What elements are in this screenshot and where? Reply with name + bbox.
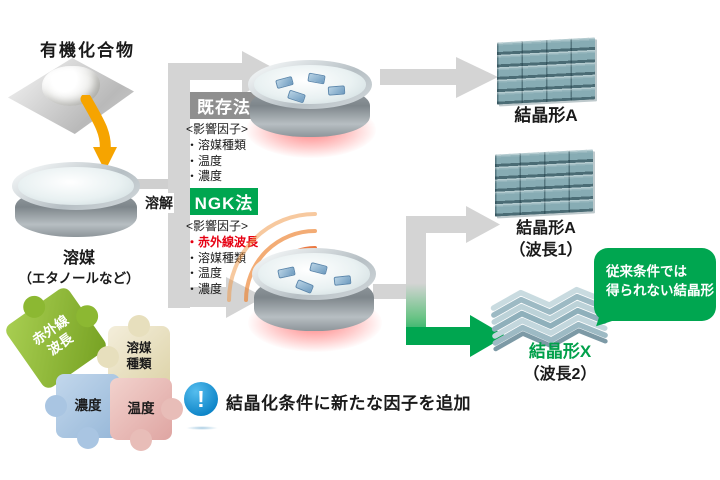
crystal-x-wavelength: （波長2） bbox=[523, 365, 597, 383]
arrow-to-crystal-a-head bbox=[456, 57, 498, 98]
dish-liquid bbox=[258, 253, 370, 295]
factors-title: <影響因子> bbox=[186, 122, 249, 136]
crystal-chunk bbox=[327, 85, 346, 96]
puzzle-piece-concentration: 濃度 bbox=[45, 374, 120, 449]
solvent-dish bbox=[12, 162, 140, 244]
factor-item: ・濃度 bbox=[186, 282, 223, 297]
puzzle-knob bbox=[130, 429, 152, 451]
puzzle-label: 濃度 bbox=[74, 397, 102, 413]
solvent-label-line2: （エタノールなど） bbox=[18, 270, 140, 286]
exclamation-icon: ! bbox=[184, 382, 218, 416]
puzzle-knob bbox=[71, 300, 103, 332]
crystal-chunk bbox=[333, 275, 352, 286]
puzzle-piece-temperature: 温度 bbox=[110, 378, 183, 451]
existing-method-dish bbox=[248, 60, 372, 144]
callout-bubble: 従来条件では 得られない結晶形 bbox=[594, 248, 716, 321]
factors-title: <影響因子> bbox=[186, 219, 249, 233]
organic-compound-label: 有機化合物 bbox=[40, 41, 135, 60]
arrow-to-crystal-a1-body bbox=[406, 216, 466, 233]
puzzle-knob bbox=[77, 427, 99, 449]
puzzle-knob bbox=[45, 395, 67, 417]
existing-method-factors: <影響因子> ・溶媒種類 ・温度 ・濃度 bbox=[186, 122, 248, 185]
puzzle-knob bbox=[18, 291, 50, 323]
arrow-to-crystal-a-body bbox=[380, 69, 456, 85]
note-text: 結晶化条件に新たな因子を追加 bbox=[226, 394, 471, 413]
arrow-to-crystal-x-body bbox=[406, 327, 470, 345]
crystal-x-label: 結晶形X （波長2） bbox=[500, 341, 620, 386]
exclamation-icon-shadow bbox=[186, 426, 218, 430]
puzzle-piece-solvent-type: 溶媒 種類 bbox=[97, 315, 170, 388]
ngk-method-badge: NGK法 bbox=[190, 188, 258, 215]
dish-liquid bbox=[18, 166, 134, 205]
crystal-a-name: 結晶形A bbox=[516, 220, 576, 237]
factor-item: ・濃度 bbox=[186, 169, 223, 184]
split-bar-right bbox=[406, 216, 426, 345]
pour-arrow bbox=[80, 95, 117, 171]
solvent-label: 溶媒 （エタノールなど） bbox=[0, 249, 158, 287]
puzzle-label: 温度 bbox=[127, 400, 155, 416]
factor-item: ・溶媒種類 bbox=[186, 137, 247, 152]
crystal-a-wavelength1-blocks bbox=[495, 149, 593, 217]
ngk-method-factors: <影響因子> ・赤外線波長 ・溶媒種類 ・温度 ・濃度 bbox=[186, 219, 258, 298]
factor-item: ・温度 bbox=[186, 266, 223, 281]
crystal-x-name: 結晶形X bbox=[528, 342, 592, 361]
puzzle-label: 溶媒 bbox=[126, 341, 152, 356]
puzzle-knob bbox=[97, 346, 119, 368]
dish-liquid bbox=[254, 65, 366, 104]
ngk-method-dish bbox=[252, 248, 376, 338]
crystal-a-wavelength: （波長1） bbox=[509, 241, 583, 259]
factor-item: ・溶媒種類 bbox=[186, 250, 247, 265]
puzzle-knob bbox=[128, 315, 150, 337]
crystal-a-blocks bbox=[497, 37, 595, 105]
crystal-a-label: 結晶形A bbox=[514, 106, 578, 125]
puzzle-knob bbox=[161, 398, 183, 420]
existing-method-badge: 既存法 bbox=[190, 92, 258, 119]
ngk-output-connector bbox=[373, 284, 409, 299]
callout-line1: 従来条件では bbox=[606, 264, 687, 279]
factor-item-infrared: ・赤外線波長 bbox=[186, 234, 259, 249]
factor-item: ・温度 bbox=[186, 153, 223, 168]
callout-line2: 得られない結晶形 bbox=[606, 282, 714, 298]
arrow-existing-body bbox=[168, 63, 242, 80]
crystal-x-graphic bbox=[490, 286, 608, 352]
crystal-a-wavelength1-label: 結晶形A （波長1） bbox=[486, 218, 606, 261]
dissolve-label: 溶解 bbox=[144, 193, 174, 213]
puzzle-label: 種類 bbox=[126, 357, 152, 371]
solvent-label-line1: 溶媒 bbox=[62, 250, 95, 267]
